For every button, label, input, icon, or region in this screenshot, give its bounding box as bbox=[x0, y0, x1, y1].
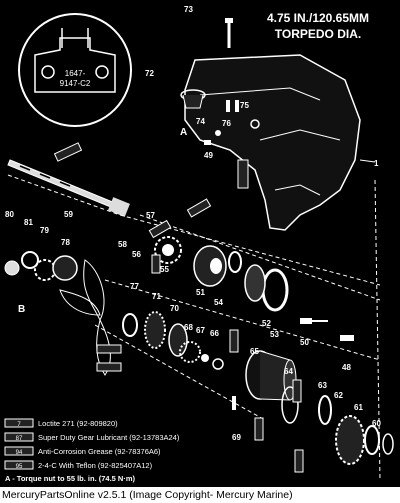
race-54 bbox=[228, 251, 242, 273]
callout-57: 57 bbox=[146, 211, 155, 220]
legend-text-2: Super Duty Gear Lubricant (92-13783A24) bbox=[38, 433, 180, 442]
callout-63: 63 bbox=[318, 381, 327, 390]
inset-label-line1: 1647- bbox=[65, 69, 86, 78]
callout-71: 71 bbox=[152, 292, 161, 301]
legend-text-4: 2-4-C With Teflon (92-825407A12) bbox=[38, 461, 153, 470]
legend-code-2: 87 bbox=[16, 436, 23, 442]
pin-67-66 bbox=[201, 354, 224, 370]
image-copyright-caption: MercuryPartsOnline v2.5.1 (Image Copyrig… bbox=[0, 487, 400, 503]
callout-B: B bbox=[18, 304, 25, 315]
small-parts-74-76 bbox=[204, 100, 260, 145]
callout-70: 70 bbox=[170, 304, 179, 313]
inset-detail-circle bbox=[18, 13, 132, 127]
propeller-outline bbox=[59, 259, 111, 376]
plug-part-72 bbox=[180, 89, 206, 109]
callout-76: 76 bbox=[222, 119, 231, 128]
clutch-70 bbox=[168, 323, 188, 357]
callout-1: 1 bbox=[374, 159, 379, 168]
screw-part bbox=[225, 18, 233, 48]
callout-62: 62 bbox=[334, 391, 343, 400]
callout-53: 53 bbox=[270, 330, 279, 339]
callout-52: 52 bbox=[262, 319, 271, 328]
callout-69: 69 bbox=[232, 433, 241, 442]
callout-50: 50 bbox=[300, 338, 309, 347]
legend-row-3: 94 Anti-Corrosion Grease (92-78376A6) bbox=[4, 446, 161, 456]
callout-48: 48 bbox=[342, 363, 351, 372]
callout-77: 77 bbox=[130, 282, 139, 291]
washer-63 bbox=[318, 395, 332, 425]
callout-68: 68 bbox=[184, 323, 193, 332]
assembly-dashed-lines bbox=[7, 174, 381, 481]
gear-housing bbox=[184, 54, 376, 231]
callout-74: 74 bbox=[196, 117, 205, 126]
callout-72: 72 bbox=[145, 69, 154, 78]
callout-81: 81 bbox=[24, 218, 33, 227]
callout-65: 65 bbox=[250, 347, 259, 356]
callout-66: 66 bbox=[210, 329, 219, 338]
callout-78: 78 bbox=[61, 238, 70, 247]
drive-shaft bbox=[7, 142, 130, 217]
callout-67: 67 bbox=[196, 326, 205, 335]
diagram-title-line1: 4.75 IN./120.65MM bbox=[267, 11, 369, 25]
legend-code-3: 94 bbox=[16, 450, 23, 456]
legend-code-4: 95 bbox=[16, 464, 23, 470]
legend-row-1: 7 Loctite 271 (92-809820) bbox=[4, 418, 118, 428]
callout-73: 73 bbox=[184, 5, 193, 14]
callout-60: 60 bbox=[372, 419, 381, 428]
legend-code-1: 7 bbox=[17, 422, 21, 428]
diagram-title-line2: TORPEDO DIA. bbox=[275, 27, 361, 41]
spacer-77 bbox=[122, 313, 138, 337]
forward-gear-71 bbox=[144, 311, 166, 349]
o-ring-64 bbox=[281, 386, 299, 424]
bearing-cup-52 bbox=[244, 264, 289, 312]
callout-55: 55 bbox=[160, 265, 169, 274]
callout-79: 79 bbox=[40, 226, 49, 235]
callout-labels: 73 72 74 75 76 A 49 1 59 57 58 56 55 51 … bbox=[5, 5, 381, 442]
callout-49: 49 bbox=[204, 151, 213, 160]
washer-81 bbox=[21, 251, 39, 269]
legend-row-4: 95 2-4-C With Teflon (92-825407A12) bbox=[4, 460, 153, 470]
reverse-gear-62 bbox=[335, 415, 365, 465]
legend: 7 Loctite 271 (92-809820) 87 Super Duty … bbox=[4, 418, 180, 483]
lube-tubes bbox=[96, 198, 304, 473]
callout-64: 64 bbox=[284, 367, 293, 376]
stud-50-48 bbox=[300, 318, 354, 341]
bolt-69 bbox=[232, 396, 236, 410]
callout-59: 59 bbox=[64, 210, 73, 219]
exploded-parts-diagram: 4.75 IN./120.65MM TORPEDO DIA. 1647- 914… bbox=[4, 5, 394, 483]
callout-80: 80 bbox=[5, 210, 14, 219]
inset-label-line2: 9147-C2 bbox=[60, 79, 91, 88]
callout-58: 58 bbox=[118, 240, 127, 249]
bearing-61-60 bbox=[364, 425, 394, 455]
gear-68 bbox=[179, 341, 201, 363]
callout-54: 54 bbox=[214, 298, 223, 307]
callout-A-top: A bbox=[180, 127, 187, 138]
callout-56: 56 bbox=[132, 250, 141, 259]
nut-80 bbox=[4, 260, 20, 276]
sealant-tube bbox=[237, 159, 249, 189]
callout-75: 75 bbox=[240, 101, 249, 110]
gear-78 bbox=[52, 255, 78, 281]
pinion-gear-55 bbox=[154, 236, 182, 264]
legend-row-2: 87 Super Duty Gear Lubricant (92-13783A2… bbox=[4, 432, 180, 442]
torque-note: A - Torque nut to 55 lb. in. (74.5 N·m) bbox=[5, 474, 136, 483]
legend-text-3: Anti-Corrosion Grease (92-78376A6) bbox=[38, 447, 161, 456]
bearing-51 bbox=[193, 245, 227, 287]
legend-text-1: Loctite 271 (92-809820) bbox=[38, 419, 118, 428]
callout-61: 61 bbox=[354, 403, 363, 412]
callout-51: 51 bbox=[196, 288, 205, 297]
